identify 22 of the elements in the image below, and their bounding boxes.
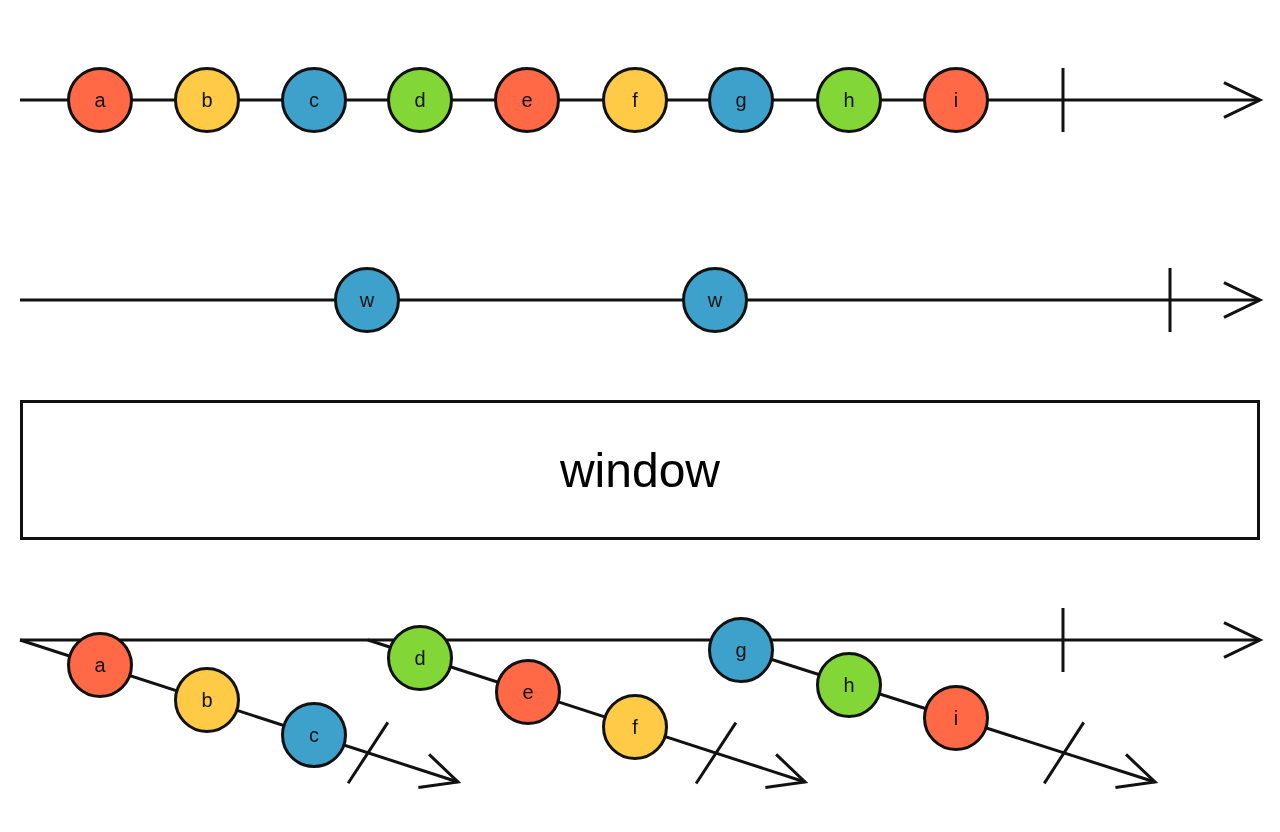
marble-label: b: [201, 88, 213, 112]
operator-box: [20, 400, 1260, 540]
marble-label: w: [707, 288, 723, 312]
marble-label: e: [522, 680, 534, 704]
marble-label: i: [953, 88, 959, 112]
marble-label: h: [843, 88, 855, 112]
marble-label: g: [735, 88, 747, 112]
marble-label: a: [94, 88, 106, 112]
marble-label: i: [953, 706, 959, 730]
marble-label: f: [632, 88, 638, 112]
marble-label: a: [94, 653, 106, 677]
marble-label: e: [521, 88, 533, 112]
marble-label: d: [414, 88, 426, 112]
marble-label: c: [309, 88, 319, 112]
marble-label: d: [414, 646, 426, 670]
marble-label: h: [843, 673, 855, 697]
marble-label: b: [201, 688, 213, 712]
operator-name: window: [559, 442, 721, 498]
marble-label: c: [309, 723, 319, 747]
marble-label: f: [632, 715, 638, 739]
marble-label: g: [735, 638, 747, 662]
marble-label: w: [359, 288, 375, 312]
